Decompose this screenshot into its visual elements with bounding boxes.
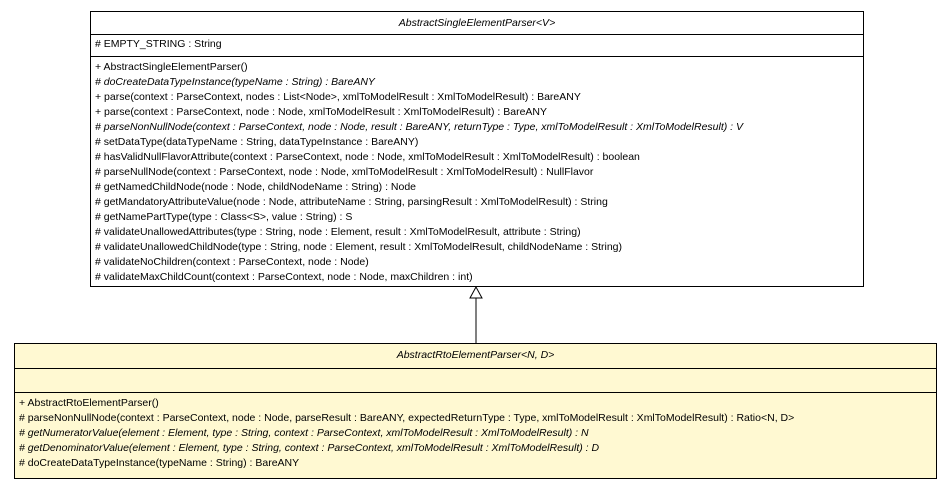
method-row: # getNamePartType(type : Class<S>, value… <box>95 211 353 223</box>
method-row: # parseNonNullNode(context : ParseContex… <box>95 121 743 133</box>
method-row: + parse(context : ParseContext, node : N… <box>95 106 547 118</box>
method-row: # getNumeratorValue(element : Element, t… <box>19 427 589 439</box>
method-row: # parseNonNullNode(context : ParseContex… <box>19 412 795 424</box>
attribute-row: # EMPTY_STRING : String <box>95 38 222 50</box>
method-row: + AbstractSingleElementParser() <box>95 61 248 73</box>
methods-section: + AbstractRtoElementParser() # parseNonNu… <box>15 393 936 474</box>
class-name: AbstractSingleElementParser<V> <box>91 12 863 35</box>
method-row: # getDenominatorValue(element : Element,… <box>19 442 600 454</box>
class-abstract-single-element-parser[interactable]: AbstractSingleElementParser<V> # EMPTY_S… <box>90 11 864 287</box>
method-row: # validateUnallowedAttributes(type : Str… <box>95 226 581 238</box>
attributes-section <box>15 369 936 393</box>
method-row: # getNamedChildNode(node : Node, childNo… <box>95 181 417 193</box>
method-row: + AbstractRtoElementParser() <box>19 397 159 409</box>
method-row: + parse(context : ParseContext, nodes : … <box>95 91 581 103</box>
method-row: # setDataType(dataTypeName : String, dat… <box>95 136 419 148</box>
method-row: # doCreateDataTypeInstance(typeName : St… <box>95 76 375 88</box>
method-row: # validateUnallowedChildNode(type : Stri… <box>95 241 623 253</box>
method-row: # getMandatoryAttributeValue(node : Node… <box>95 196 608 208</box>
class-name: AbstractRtoElementParser<N, D> <box>15 344 936 369</box>
methods-section: + AbstractSingleElementParser() # doCreat… <box>91 57 863 288</box>
attributes-section: # EMPTY_STRING : String <box>91 35 863 57</box>
method-row: # validateMaxChildCount(context : ParseC… <box>95 271 473 283</box>
method-row: # validateNoChildren(context : ParseCont… <box>95 256 369 268</box>
class-abstract-rto-element-parser[interactable]: AbstractRtoElementParser<N, D> + Abstrac… <box>14 343 937 479</box>
method-row: # parseNullNode(context : ParseContext, … <box>95 166 594 178</box>
method-row: # doCreateDataTypeInstance(typeName : St… <box>19 457 300 469</box>
method-row: # hasValidNullFlavorAttribute(context : … <box>95 151 640 163</box>
